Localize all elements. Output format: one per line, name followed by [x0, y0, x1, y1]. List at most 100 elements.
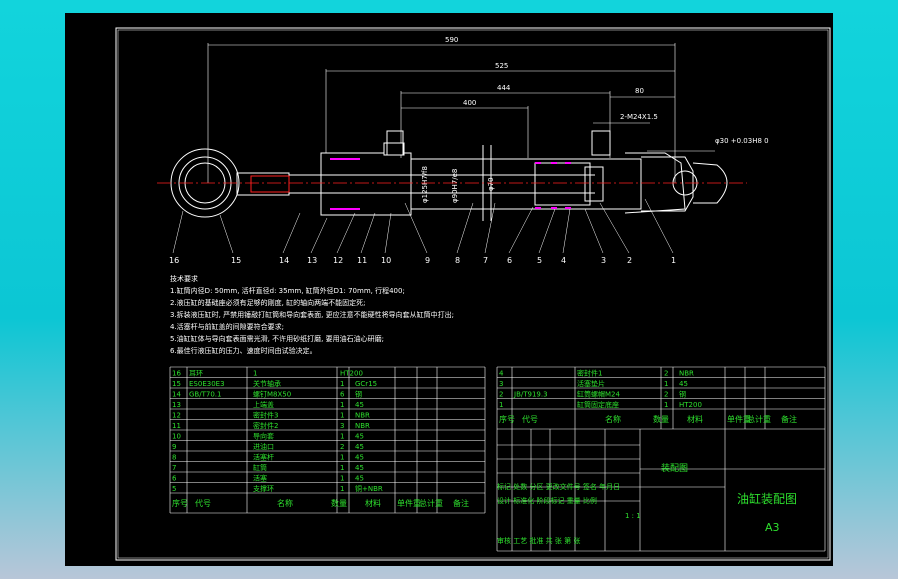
inner-frame — [117, 29, 829, 559]
bom-left-material: NBR — [355, 412, 370, 420]
part-label: 13 — [307, 256, 317, 265]
bom-left-no: 9 — [172, 443, 176, 451]
part-label: 6 — [507, 256, 512, 265]
bom-left-name: 上端盖 — [253, 400, 274, 409]
bom-left-header: 名称 — [277, 498, 293, 508]
bom-right-header: 单件重 — [727, 414, 751, 424]
bom-left-material: 45 — [355, 433, 364, 441]
bom-left-material: 45 — [355, 443, 364, 451]
bom-left-no: 5 — [172, 485, 176, 493]
bom-left-name: 1 — [253, 370, 257, 378]
bom-left-name: 活塞杆 — [253, 453, 274, 462]
part-label: 8 — [455, 256, 460, 265]
part-label: 15 — [231, 256, 241, 265]
bom-left-name: 密封件3 — [253, 411, 278, 420]
bom-left-name: 支撑环 — [253, 484, 274, 493]
bom-left-name: 密封件2 — [253, 421, 278, 430]
bom-left-name: 缸筒 — [253, 463, 267, 472]
dim-phi125: φ125H7/f8 — [421, 166, 429, 203]
bom-left-qty: 1 — [340, 380, 344, 388]
bom-right-material: 钢 — [679, 390, 686, 399]
assembly-drawing: 590 525 444 400 80 2-M24X1.5 φ30 +0.03H8… — [115, 27, 831, 561]
title-row-3: 审核 工艺 批准 共 张 第 张 — [497, 536, 580, 545]
bom-left-header: 备注 — [453, 498, 469, 508]
notes-title: 技术要求 — [170, 274, 198, 283]
cylinder-body — [320, 130, 728, 221]
bom-right-name: 缸筒固定底座 — [577, 400, 619, 409]
bom-left-qty: 1 — [340, 475, 344, 483]
bom-left-material: 钢 — [355, 390, 362, 399]
bom-left-header: 材料 — [365, 498, 381, 508]
cad-drawing-canvas: 590 525 444 400 80 2-M24X1.5 φ30 +0.03H8… — [65, 13, 833, 566]
title-row-1: 标记 处数 分区 更改文件号 签名 年月日 — [497, 482, 620, 491]
bom-right-material: 45 — [679, 380, 688, 388]
bom-left-material: 铜+NBR — [355, 484, 383, 493]
outer-frame — [115, 27, 831, 561]
note-line: 1.缸筒内径D: 50mm, 活杆直径d: 35mm, 缸筒外径D1: 70mm… — [170, 286, 405, 295]
dim-80: 80 — [635, 87, 644, 95]
drawing-name: 油缸装配图 — [737, 491, 797, 506]
bom-left-material: GCr15 — [355, 380, 377, 388]
part-label: 12 — [333, 256, 343, 265]
bom-left-no: 13 — [172, 401, 181, 409]
bom-left-qty: 1 — [340, 433, 344, 441]
bom-left-material: 45 — [355, 464, 364, 472]
bom-left-no: 12 — [172, 412, 181, 420]
dim-thread: 2-M24X1.5 — [620, 113, 658, 121]
bom-left-qty: 3 — [340, 422, 344, 430]
bom-right-no: 2 — [499, 391, 503, 399]
bom-right-header: 材料 — [687, 414, 703, 424]
bom-left-no: 6 — [172, 475, 177, 483]
part-label: 5 — [537, 256, 542, 265]
part-label: 11 — [357, 256, 367, 265]
note-line: 6.最佳行液压缸的压力、速度时间由试验决定。 — [170, 346, 317, 355]
bom-right-no: 4 — [499, 370, 504, 378]
bom-left-no: 11 — [172, 422, 181, 430]
part-label: 2 — [627, 256, 632, 265]
note-line: 3.拆装液压缸时, 严禁用锤敲打缸筒和导向套表面, 更应注意不能硬性将导向套从缸… — [170, 310, 454, 319]
bom-left-code: GB/T70.1 — [189, 391, 221, 399]
bom-right-header: 总计重 — [747, 414, 771, 424]
bom-left-qty: 1 — [340, 464, 344, 472]
dim-444: 444 — [497, 84, 511, 92]
bom-grid — [169, 366, 826, 552]
note-line: 4.活塞杆与前缸盖的间隙要符合要求; — [170, 322, 284, 331]
bom-left-no: 16 — [172, 370, 181, 378]
part-label: 9 — [425, 256, 430, 265]
bom-left-header: 总计重 — [419, 498, 443, 508]
bom-left-qty: 2 — [340, 443, 344, 451]
bom-right-code: JB/T919.3 — [513, 391, 548, 399]
bom-left-code: ES0E30E3 — [189, 380, 225, 388]
bom-left-no: 14 — [172, 391, 181, 399]
part-label: 10 — [381, 256, 391, 265]
bom-right-no: 1 — [499, 401, 503, 409]
bom-right-name: 活塞垫片 — [577, 379, 605, 388]
seal-marks — [330, 158, 571, 210]
bom-left-material: NBR — [355, 422, 370, 430]
part-label: 14 — [279, 256, 289, 265]
bom-right-qty: 1 — [664, 380, 668, 388]
bom-left-material: 45 — [355, 475, 364, 483]
bom-left-qty: 1 — [340, 454, 344, 462]
bom-right-header: 备注 — [781, 414, 797, 424]
bom-left-no: 10 — [172, 433, 181, 441]
bom-left-name: 进油口 — [253, 442, 274, 451]
bom-left-code: 耳环 — [189, 370, 203, 378]
bom-right-qty: 2 — [664, 391, 668, 399]
part-label: 16 — [169, 256, 179, 265]
part-number-labels: 16 15 14 13 12 11 10 9 8 7 6 5 4 3 2 1 — [169, 256, 676, 265]
bom-right-qty: 2 — [664, 370, 668, 378]
note-line: 5.油缸缸体与导向套表面需光滑, 不许用砂纸打磨, 要用油石油心研磨; — [170, 334, 384, 343]
bom-left-name: 螺钉M8X50 — [253, 390, 291, 399]
bom-right-header: 序号 — [499, 414, 515, 424]
bom-left-material: 45 — [355, 401, 364, 409]
bom-left-header: 单件重 — [397, 498, 421, 508]
dim-phi90: φ90H7/e8 — [451, 169, 459, 203]
part-label: 1 — [671, 256, 676, 265]
bom-left-qty: 1 — [340, 412, 344, 420]
bom-left-qty: HT200 — [340, 370, 363, 378]
bom-left-no: 8 — [172, 454, 176, 462]
dim-400: 400 — [463, 99, 476, 107]
title-block-title: 装配图 — [661, 462, 688, 474]
